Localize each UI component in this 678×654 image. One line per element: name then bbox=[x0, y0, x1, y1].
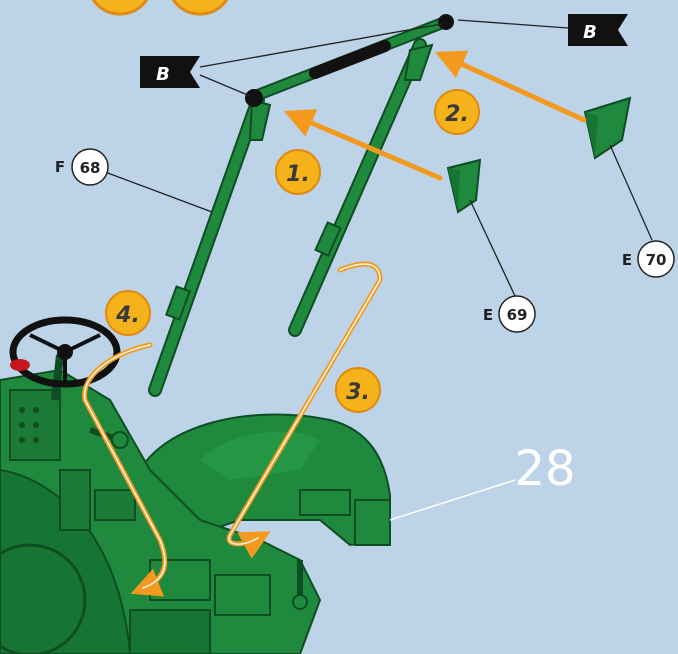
step-badge-2: 2. bbox=[435, 90, 479, 134]
flag-letter: B bbox=[583, 22, 597, 43]
part-callout-e70: E 70 bbox=[622, 241, 674, 277]
step-label: 2. bbox=[445, 102, 469, 127]
part-number: 68 bbox=[80, 159, 101, 177]
step-label: 1. bbox=[286, 162, 310, 187]
previous-step-badges bbox=[88, 0, 232, 14]
part-e69-piece bbox=[448, 160, 480, 212]
step-label: 3. bbox=[346, 380, 370, 405]
part-group: F bbox=[55, 158, 65, 176]
tractor-body bbox=[0, 370, 390, 654]
part-f68-rod bbox=[155, 100, 270, 390]
part-e70-piece bbox=[585, 98, 630, 158]
step-badge-4: 4. bbox=[106, 291, 150, 335]
part-group: E bbox=[622, 251, 632, 269]
flag-letter: B bbox=[156, 64, 170, 85]
part-number: 70 bbox=[646, 251, 667, 269]
flag-b-left: B bbox=[140, 56, 200, 88]
flag-b-right: B bbox=[568, 14, 628, 46]
step-label: 4. bbox=[115, 303, 140, 328]
part-callout-e69: E 69 bbox=[483, 296, 535, 332]
part-callout-f68: F 68 bbox=[55, 149, 108, 185]
part-group: E bbox=[483, 306, 493, 324]
step-badge-1: 1. bbox=[276, 150, 320, 194]
right-rod bbox=[295, 45, 432, 330]
part-number: 69 bbox=[507, 306, 528, 324]
step-badge-3: 3. bbox=[336, 368, 380, 412]
step-number: 28 bbox=[514, 441, 575, 497]
